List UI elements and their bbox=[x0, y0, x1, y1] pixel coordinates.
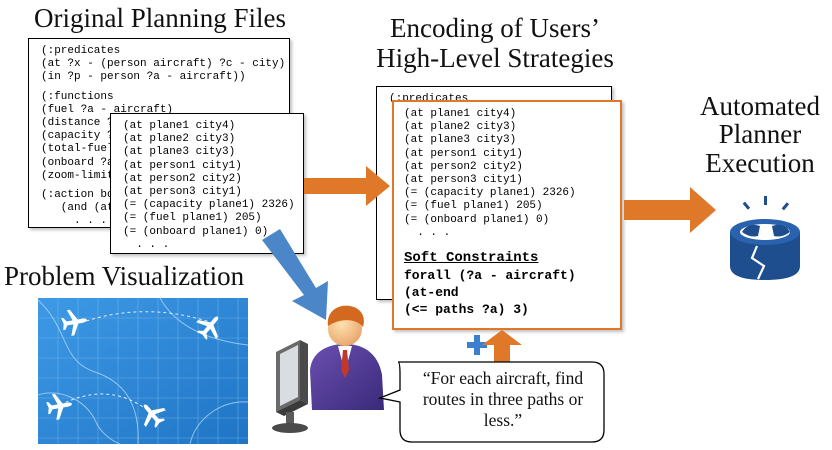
code-line: (at plane1 city4) bbox=[123, 120, 236, 132]
arrow-from-bubble bbox=[482, 330, 522, 362]
soft-constraints-lines: forall (?a - aircraft)(at-end(<= paths ?… bbox=[404, 267, 620, 318]
code-line: . . . bbox=[404, 226, 451, 239]
speech-line2: routes in three paths or bbox=[422, 389, 584, 409]
encoded-front-lines: (at plane1 city4)(at plane2 city3)(at pl… bbox=[404, 108, 620, 240]
code-line: (at person1 city1) bbox=[123, 159, 242, 172]
speech-line3: less.” bbox=[483, 410, 523, 430]
soft-constraint-line: forall (?a - aircraft) bbox=[404, 268, 576, 284]
speech-bubble-text: “For each aircraft, find routes in three… bbox=[404, 368, 602, 431]
code-line: (:functions bbox=[41, 90, 114, 103]
code-line: (at plane3 city3) bbox=[404, 134, 517, 147]
problem-visualization-map bbox=[37, 297, 249, 445]
code-line: (= (fuel plane1) 205) bbox=[123, 212, 262, 225]
soft-constraints-title: Soft Constraints bbox=[404, 249, 539, 266]
soft-constraint-line: (<= paths ?a) 3) bbox=[404, 302, 529, 318]
title-automated-line2: Planner bbox=[718, 119, 802, 150]
code-line: (total-fuel bbox=[41, 143, 114, 156]
code-line: (= (capacity plane1) 2326) bbox=[404, 187, 576, 200]
code-line: (at person2 city2) bbox=[123, 172, 242, 185]
domain-predicates: (:predicates(at ?x - (person aircraft) ?… bbox=[41, 45, 289, 85]
code-line: (at plane1 city4) bbox=[404, 108, 517, 120]
speech-line1: “For each aircraft, find bbox=[422, 368, 584, 388]
code-line: (at person3 city1) bbox=[404, 173, 523, 186]
title-automated-line3: Execution bbox=[705, 147, 815, 178]
title-encoding-line1: Encoding of Users’ bbox=[390, 13, 600, 43]
code-line: (at plane2 city3) bbox=[123, 133, 236, 146]
code-line: (= (capacity plane1) 2326) bbox=[123, 199, 295, 212]
plane-icon bbox=[44, 391, 75, 422]
title-encoding-line2: High-Level Strategies bbox=[376, 43, 614, 74]
code-line: (at plane2 city3) bbox=[404, 121, 517, 134]
soft-constraint-line: (at-end bbox=[404, 285, 459, 301]
code-line: (at ?x - (person aircraft) ?c - city) bbox=[41, 58, 286, 71]
encoded-strategy-file: (at plane1 city4)(at plane2 city3)(at pl… bbox=[392, 100, 622, 330]
user-at-computer-icon bbox=[272, 305, 384, 433]
code-line: (at plane3 city3) bbox=[123, 146, 236, 159]
code-line: (in ?p - person ?a - aircraft)) bbox=[41, 71, 246, 84]
plane-icon bbox=[134, 396, 171, 433]
title-problem-visualization: Problem Visualization bbox=[4, 261, 245, 291]
code-line: (at person1 city1) bbox=[404, 147, 523, 160]
problem-file: (at plane1 city4)(at plane2 city3)(at pl… bbox=[110, 113, 304, 254]
title-automated-line1: Automated bbox=[700, 91, 820, 121]
title-encoding-strategies: Encoding of Users’ High-Level Strategies bbox=[360, 14, 630, 73]
code-line: (:predicates bbox=[41, 45, 121, 57]
automated-planner-icon bbox=[730, 196, 800, 280]
title-original-planning-files: Original Planning Files bbox=[34, 3, 286, 33]
problem-init-lines: (at plane1 city4)(at plane2 city3)(at pl… bbox=[123, 120, 303, 252]
code-line: . . . bbox=[41, 215, 108, 228]
plane-icon bbox=[191, 308, 228, 345]
code-line: (at person3 city1) bbox=[123, 185, 242, 198]
title-automated-planner-execution: Automated Planner Execution bbox=[690, 92, 830, 177]
code-line: . . . bbox=[123, 238, 170, 251]
plus-icon bbox=[467, 335, 487, 355]
code-line: (zoom-limit bbox=[41, 169, 114, 182]
arrow-to-planner bbox=[624, 187, 716, 233]
code-line: (at person2 city2) bbox=[404, 160, 523, 173]
code-line: (= (onboard plane1) 0) bbox=[404, 213, 550, 226]
code-line: (fuel ?a - aircraft) bbox=[41, 103, 174, 116]
code-line: (= (fuel plane1) 205) bbox=[404, 200, 543, 213]
plane-icon bbox=[59, 307, 90, 338]
code-line: (and (at bbox=[41, 202, 114, 215]
code-line: (= (onboard plane1) 0) bbox=[123, 225, 269, 238]
domain-actions: (:action boa (and (at . . . bbox=[41, 189, 289, 228]
